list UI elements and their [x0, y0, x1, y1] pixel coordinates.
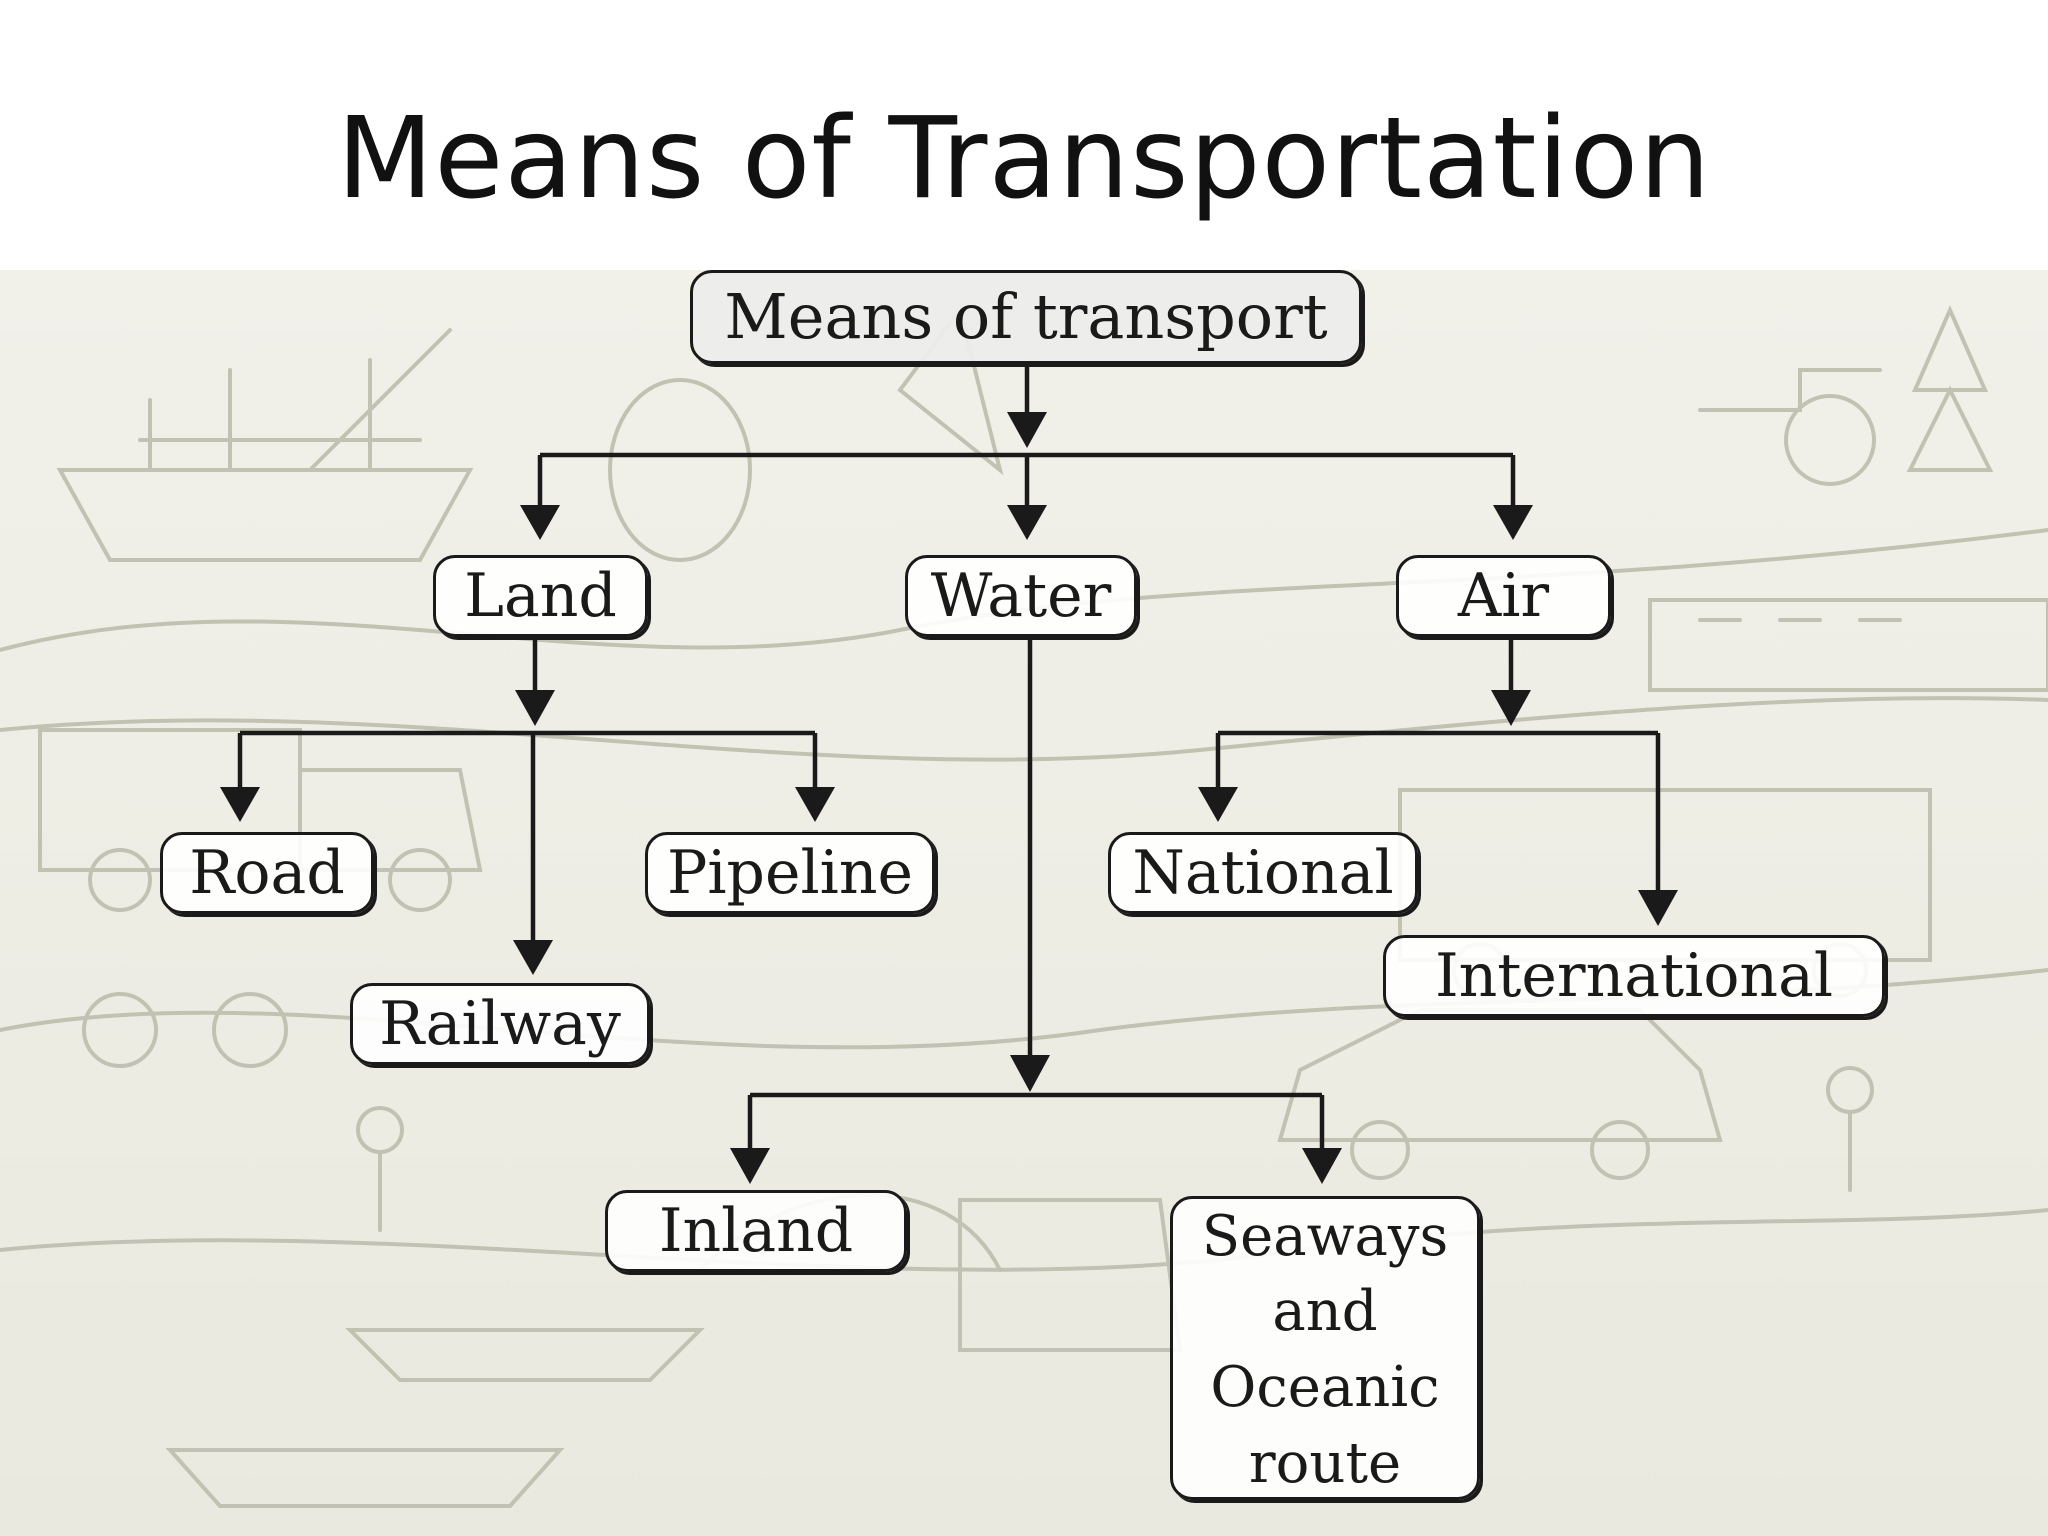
node-inland: Inland — [605, 1190, 907, 1272]
node-national: National — [1108, 832, 1418, 914]
node-railway: Railway — [350, 983, 650, 1065]
node-air: Air — [1396, 555, 1611, 637]
arrow-head — [1007, 412, 1047, 448]
node-pipeline: Pipeline — [645, 832, 935, 914]
node-land: Land — [433, 555, 648, 637]
slide-title: Means of Transportation — [336, 94, 1712, 224]
node-seaways-and-oceanic-route: Seaways and Oceanic route — [1170, 1196, 1480, 1500]
node-means-of-transport: Means of transport — [690, 270, 1362, 364]
node-water: Water — [905, 555, 1137, 637]
node-road: Road — [160, 832, 374, 914]
node-international: International — [1383, 935, 1885, 1017]
